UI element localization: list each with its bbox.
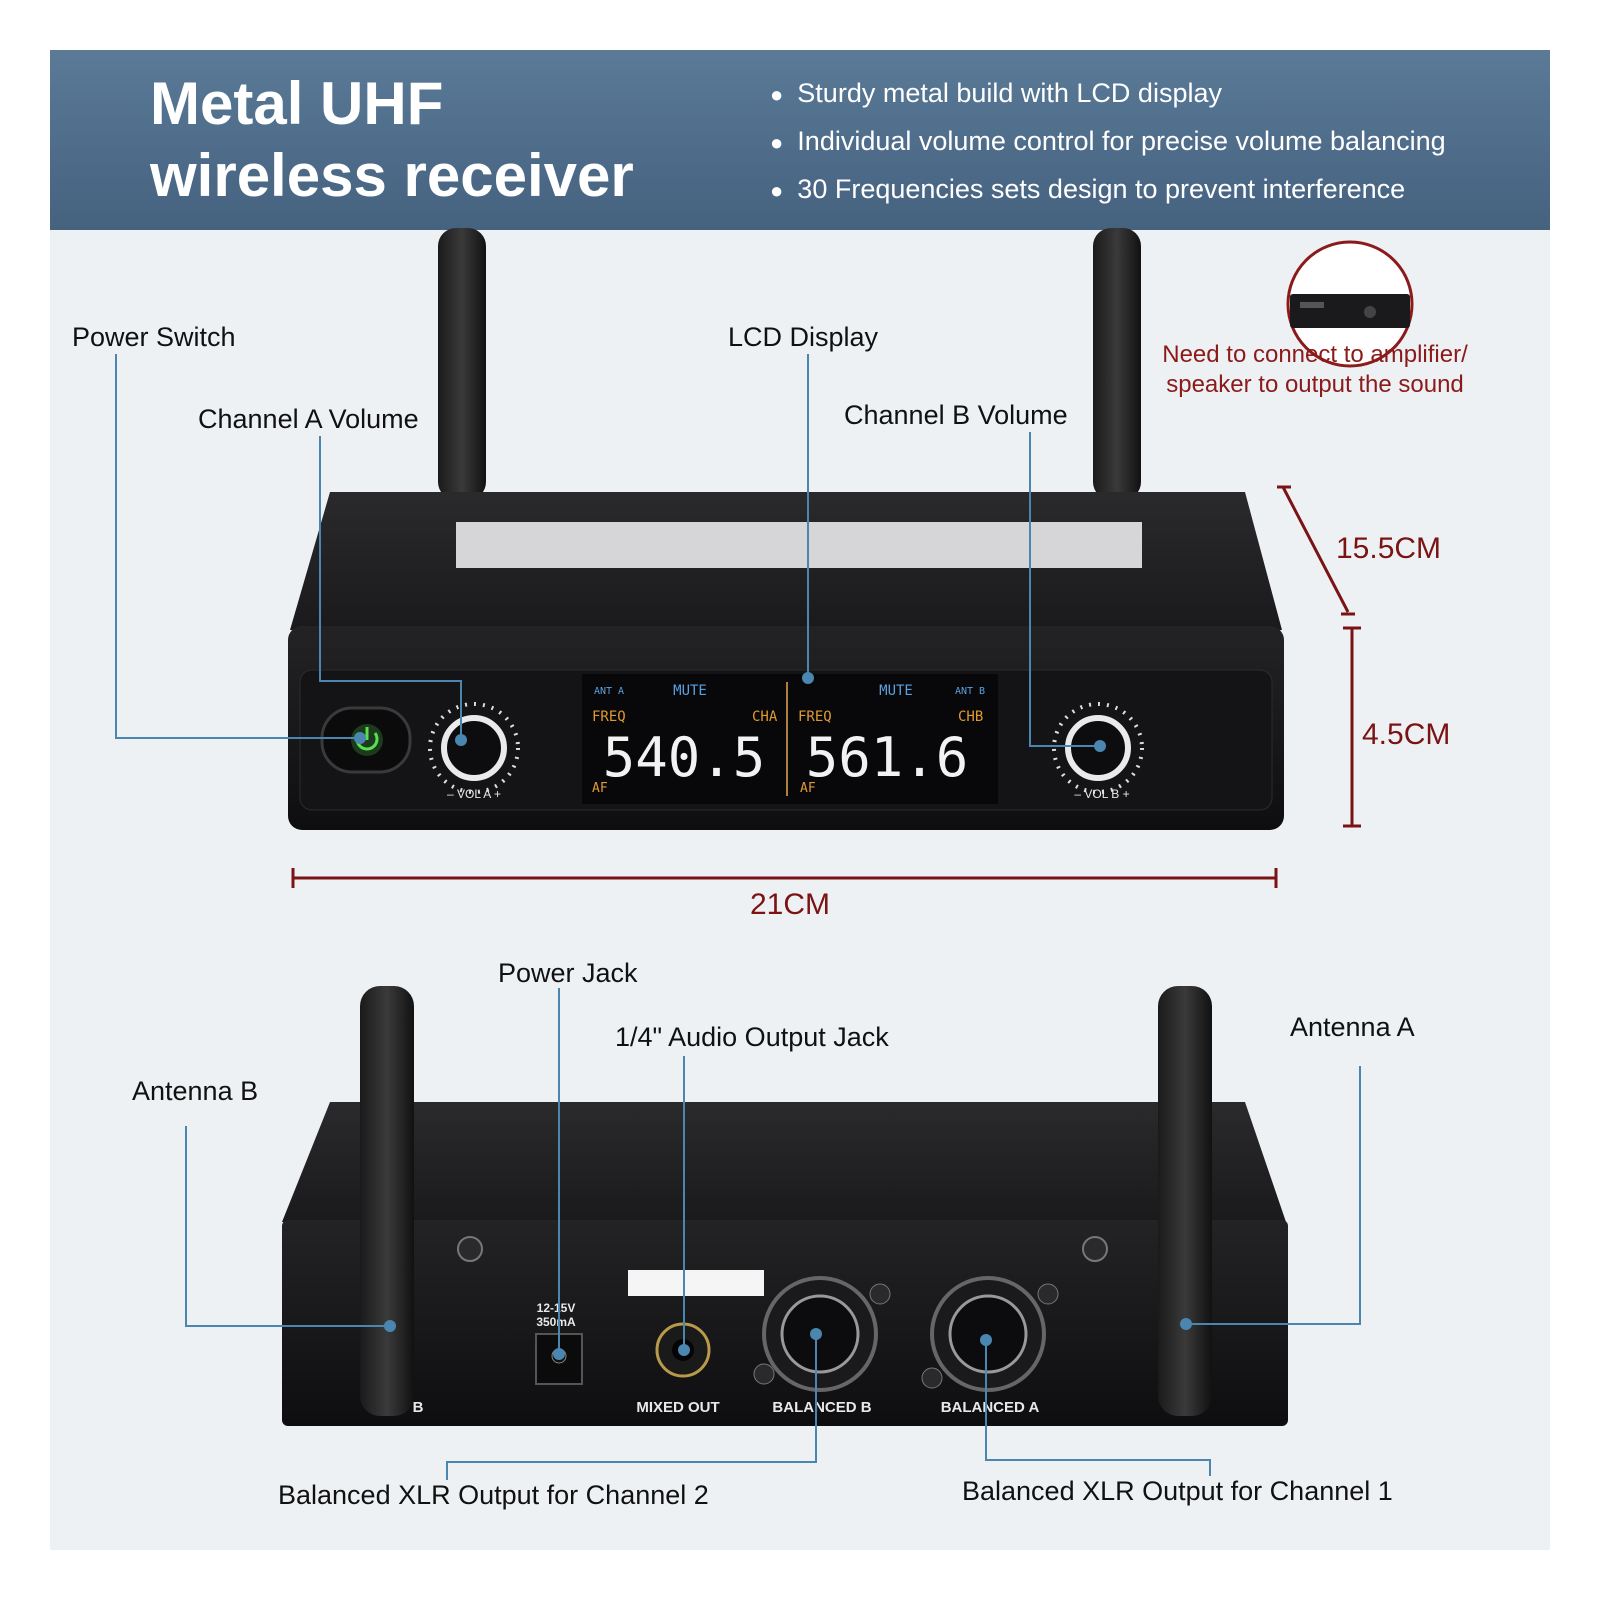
mixed-out-label: MIXED OUT — [636, 1399, 719, 1416]
balanced-a-label: BALANCED A — [941, 1399, 1040, 1416]
channel-a-volume-label: Channel A Volume — [198, 404, 419, 434]
amplifier-thumbnail — [1286, 240, 1414, 368]
callout-dot — [980, 1334, 992, 1346]
ant-b-mark: B — [413, 1399, 424, 1416]
audio-output-jack-label: 1/4" Audio Output Jack — [615, 1022, 889, 1052]
amplifier-note: Need to connect to amplifier/ speaker to… — [1162, 341, 1468, 398]
title-line-1: Metal UHF — [150, 70, 444, 137]
lcd-ant-b: ANT B — [955, 686, 985, 697]
lcd-freq-b-label: FREQ — [798, 709, 832, 725]
power-current: 350mA — [536, 1315, 576, 1329]
callout-dot — [384, 1320, 396, 1332]
front-antenna-left — [438, 228, 486, 500]
title-line-2: wireless receiver — [150, 142, 634, 209]
power-jack-label: Power Jack — [498, 958, 638, 988]
rear-antenna-b — [360, 986, 414, 1416]
width-dimension: 21CM — [750, 888, 831, 921]
callout-dot — [354, 732, 366, 744]
receiver-rear-unit: 12-15V 350mA MIXED OUT BALANCED B BALANC… — [282, 1102, 1288, 1426]
channel-b-volume-label: Channel B Volume — [844, 400, 1068, 430]
volume-a-scale — [428, 702, 520, 794]
rear-antenna-a — [1158, 986, 1212, 1416]
front-callout-lines — [115, 354, 1098, 747]
lcd-mute-a: MUTE — [673, 683, 707, 699]
dimension-lines — [291, 485, 1361, 888]
balanced-b-label: BALANCED B — [772, 1399, 871, 1416]
callout-dot — [802, 672, 814, 684]
top-label-strip — [456, 522, 1142, 568]
feature-item: Individual volume control for precise vo… — [770, 118, 1445, 166]
rear-callout-lines — [185, 988, 1361, 1480]
xlr-channel-1-label: Balanced XLR Output for Channel 1 — [962, 1476, 1393, 1506]
callout-dot — [678, 1344, 690, 1356]
feature-item: 30 Frequencies sets design to prevent in… — [770, 166, 1446, 214]
serial-label — [628, 1270, 764, 1296]
vol-a-label: – VOL A + — [447, 787, 501, 801]
lcd-cha: CHA — [752, 709, 778, 725]
volume-a-knob[interactable] — [441, 715, 507, 781]
volume-b-scale — [1052, 702, 1144, 794]
screw — [457, 1236, 483, 1262]
receiver-front-unit: – VOL A + – VOL B + ANT A MUTE MUTE ANT … — [288, 492, 1284, 830]
front-antenna-right — [1093, 228, 1141, 500]
banner-title: Metal UHF wireless receiver — [150, 68, 634, 212]
lcd-mute-b: MUTE — [879, 683, 913, 699]
antenna-b-label: Antenna B — [132, 1076, 259, 1106]
lcd-af-b: AF — [800, 781, 816, 796]
lcd-freq-a-label: FREQ — [592, 709, 626, 725]
callout-dot — [1094, 740, 1106, 752]
callout-dot — [455, 734, 467, 746]
callout-dot — [1180, 1318, 1192, 1330]
header-banner: Metal UHF wireless receiver Sturdy metal… — [50, 50, 1550, 230]
feature-list: Sturdy metal build with LCD display Indi… — [770, 70, 1446, 214]
callout-dot — [553, 1348, 565, 1360]
xlr-channel-2-label: Balanced XLR Output for Channel 2 — [278, 1480, 709, 1510]
lcd-display-label: LCD Display — [728, 322, 879, 352]
height-dimension: 4.5CM — [1362, 718, 1451, 751]
callout-dot — [810, 1328, 822, 1340]
lcd-ant-a: ANT A — [594, 686, 624, 697]
feature-item: Sturdy metal build with LCD display — [770, 70, 1446, 118]
lcd-chb: CHB — [958, 709, 983, 725]
power-spec: 12-15V — [537, 1301, 576, 1315]
screw — [1082, 1236, 1108, 1262]
lcd-af-a: AF — [592, 781, 608, 796]
lcd-display: ANT A MUTE MUTE ANT B FREQ CHA FREQ CHB … — [582, 674, 998, 804]
antenna-a-label: Antenna A — [1290, 1012, 1415, 1042]
depth-dimension: 15.5CM — [1336, 532, 1442, 565]
vol-b-label: – VOL B + — [1074, 787, 1129, 801]
lcd-freq-a: 540.5 — [603, 726, 766, 789]
power-switch-label: Power Switch — [72, 322, 236, 352]
lcd-freq-b: 561.6 — [806, 726, 969, 789]
